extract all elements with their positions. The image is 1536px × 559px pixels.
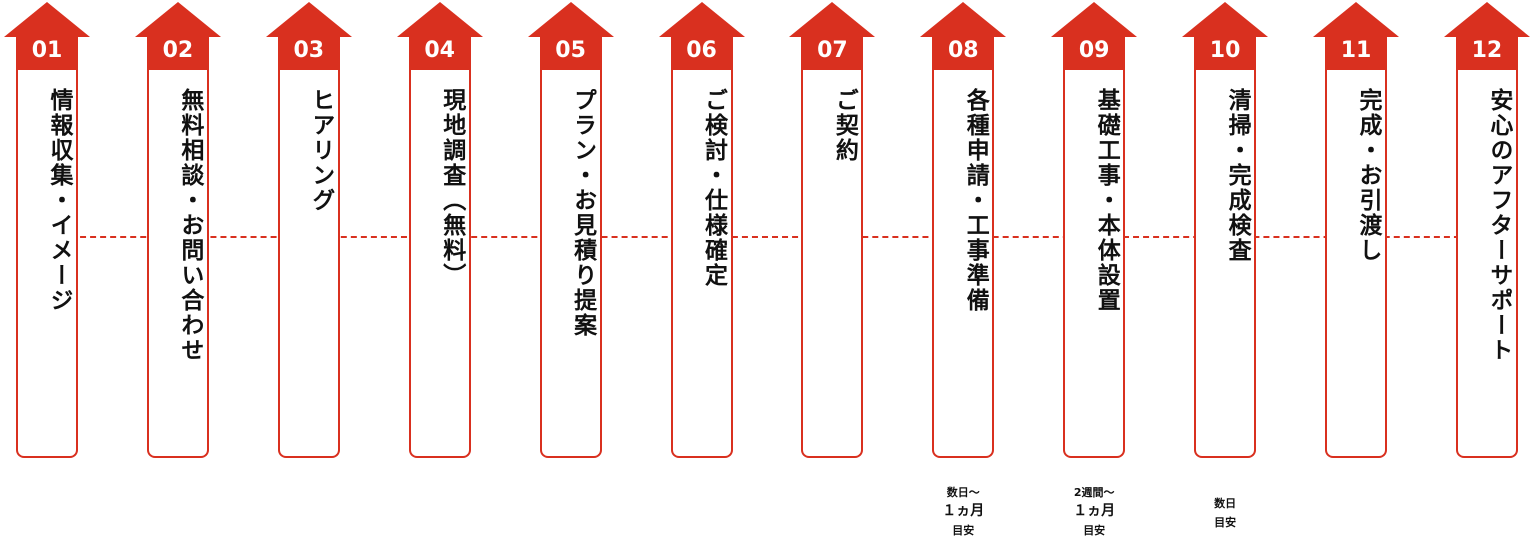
step-box: ヒアリング — [277, 66, 340, 458]
arrow-head-icon — [920, 2, 1007, 37]
step-number: 11 — [1325, 36, 1387, 70]
duration-note: 数日目安 — [1180, 494, 1270, 532]
step-11: 完成・お引渡し 11 — [1311, 0, 1401, 559]
step-box: 無料相談・お問い合わせ — [146, 66, 209, 458]
step-09: 基礎工事・本体設置 09 2週間〜 １ヵ月目安 — [1049, 0, 1139, 559]
duration-note-line: １ヵ月 — [1073, 503, 1116, 519]
step-label: ヒアリング — [307, 88, 334, 213]
step-number: 06 — [670, 36, 733, 70]
duration-note-line: 目安 — [952, 524, 975, 537]
step-label: 基礎工事・本体設置 — [1093, 88, 1120, 313]
step-number: 04 — [408, 36, 471, 70]
step-number: 08 — [932, 36, 995, 70]
step-number: 12 — [1455, 36, 1518, 70]
duration-note-line: 数日〜 — [946, 486, 980, 499]
duration-note-line: 数日 — [1214, 497, 1237, 510]
step-label: プラン・お見積り提案 — [569, 88, 596, 338]
arrow-head-icon — [134, 2, 221, 37]
step-number: 03 — [277, 36, 340, 70]
arrow-head-icon — [1051, 2, 1138, 37]
step-07: ご契約 07 — [787, 0, 877, 559]
step-02: 無料相談・お問い合わせ 02 — [133, 0, 223, 559]
step-label: 情報収集・イメージ — [46, 88, 72, 313]
step-label: ご検討・仕様確定 — [700, 88, 727, 288]
step-box: ご契約 — [801, 66, 864, 458]
arrow-head-icon — [1443, 2, 1530, 37]
step-01: 情報収集・イメージ 01 — [2, 0, 92, 559]
step-05: プラン・お見積り提案 05 — [526, 0, 616, 559]
step-08: 各種申請・工事準備 08 数日〜 １ヵ月目安 — [918, 0, 1008, 559]
step-box: 完成・お引渡し — [1325, 66, 1387, 458]
step-label: 清掃・完成検査 — [1224, 88, 1251, 263]
duration-note: 2週間〜 １ヵ月目安 — [1049, 483, 1139, 540]
duration-note-line: 2週間〜 — [1073, 486, 1115, 499]
arrow-head-icon — [1182, 2, 1269, 37]
arrow-head-icon — [396, 2, 483, 37]
duration-note-line: 目安 — [1214, 516, 1237, 529]
arrow-head-icon — [1313, 2, 1399, 37]
step-03: ヒアリング 03 — [264, 0, 354, 559]
arrow-head-icon — [789, 2, 876, 37]
step-box: 情報収集・イメージ — [16, 66, 78, 458]
duration-note-line: 目安 — [1083, 524, 1106, 537]
arrow-head-icon — [4, 2, 90, 37]
arrow-head-icon — [265, 2, 352, 37]
step-label: 各種申請・工事準備 — [962, 88, 989, 313]
step-number: 05 — [539, 36, 602, 70]
step-label: ご契約 — [831, 88, 858, 163]
step-label: 完成・お引渡し — [1355, 88, 1381, 263]
step-label: 現地調査（無料） — [438, 88, 465, 288]
step-12: 安心のアフターサポート 12 — [1442, 0, 1532, 559]
step-label: 無料相談・お問い合わせ — [176, 88, 203, 363]
arrow-head-icon — [658, 2, 745, 37]
step-number: 02 — [146, 36, 209, 70]
timeline-connector — [60, 236, 1480, 238]
step-number: 09 — [1063, 36, 1126, 70]
step-box: ご検討・仕様確定 — [670, 66, 733, 458]
step-box: 清掃・完成検査 — [1194, 66, 1257, 458]
step-box: 現地調査（無料） — [408, 66, 471, 458]
duration-note-line: １ヵ月 — [942, 503, 985, 519]
arrow-head-icon — [527, 2, 614, 37]
step-box: 安心のアフターサポート — [1455, 66, 1518, 458]
step-label: 安心のアフターサポート — [1485, 88, 1512, 363]
step-box: 各種申請・工事準備 — [932, 66, 995, 458]
step-04: 現地調査（無料） 04 — [395, 0, 485, 559]
step-box: プラン・お見積り提案 — [539, 66, 602, 458]
duration-note: 数日〜 １ヵ月目安 — [918, 483, 1008, 540]
step-number: 10 — [1194, 36, 1257, 70]
step-number: 01 — [16, 36, 78, 70]
step-number: 07 — [801, 36, 864, 70]
step-box: 基礎工事・本体設置 — [1063, 66, 1126, 458]
step-06: ご検討・仕様確定 06 — [657, 0, 747, 559]
step-10: 清掃・完成検査 10 数日目安 — [1180, 0, 1270, 559]
